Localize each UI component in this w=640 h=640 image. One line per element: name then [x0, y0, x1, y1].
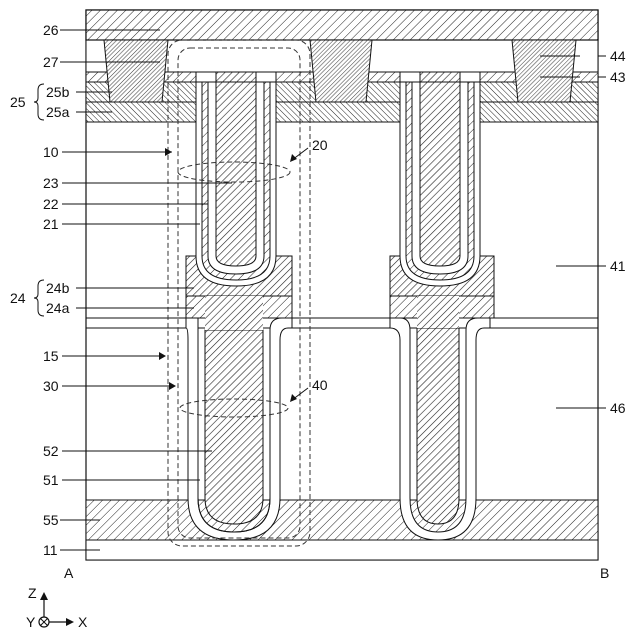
- label-25: 25: [10, 94, 26, 110]
- layer-26: [86, 10, 598, 40]
- brace-24: [34, 280, 44, 316]
- label-40: 40: [312, 377, 328, 393]
- layer-55: [86, 500, 598, 540]
- upper-pillar-left-core-23: [216, 82, 256, 266]
- label-41: 41: [610, 258, 626, 274]
- contact-27-mid: [310, 40, 372, 102]
- label-24b: 24b: [46, 280, 70, 296]
- label-15: 15: [43, 348, 59, 364]
- contact-27-right: [512, 40, 576, 102]
- lower-core-bridge-left: [205, 296, 263, 330]
- label-25a: 25a: [46, 104, 70, 120]
- label-21: 21: [43, 216, 59, 232]
- label-25b: 25b: [46, 84, 70, 100]
- corner-label-b: B: [600, 565, 609, 581]
- contact-27-left: [104, 40, 168, 102]
- label-51: 51: [43, 472, 59, 488]
- label-46: 46: [610, 400, 626, 416]
- label-23: 23: [43, 175, 59, 191]
- label-24: 24: [10, 290, 26, 306]
- layer-25a: [86, 102, 598, 122]
- label-22: 22: [43, 196, 59, 212]
- axis-label-z: Z: [28, 585, 37, 601]
- lower-core-bridge-right: [417, 296, 459, 328]
- lower-pillar-right-core: [417, 328, 459, 524]
- lower-pillar-left-core: [205, 330, 263, 524]
- label-20: 20: [312, 137, 328, 153]
- z-arrow-icon: [40, 592, 48, 600]
- corner-label-a: A: [64, 565, 74, 581]
- layer-11: [86, 540, 598, 560]
- label-44: 44: [610, 48, 626, 64]
- label-24a: 24a: [46, 300, 70, 316]
- label-11: 11: [43, 542, 58, 558]
- upper-pillar-right-core: [420, 82, 460, 266]
- label-52: 52: [43, 443, 59, 459]
- label-10: 10: [43, 144, 59, 160]
- brace-25: [34, 84, 44, 120]
- label-43: 43: [610, 69, 626, 85]
- label-26: 26: [43, 22, 59, 38]
- axis-label-x: X: [78, 614, 88, 630]
- label-55: 55: [43, 512, 59, 528]
- axis-label-y: Y: [26, 614, 36, 630]
- label-30: 30: [43, 378, 59, 394]
- upper-pillar-left-top-core: [216, 72, 256, 82]
- label-27: 27: [43, 54, 59, 70]
- axis-indicator: Z Y X: [26, 585, 88, 630]
- upper-pillar-right-top-core: [420, 72, 460, 82]
- x-arrow-icon: [66, 618, 74, 626]
